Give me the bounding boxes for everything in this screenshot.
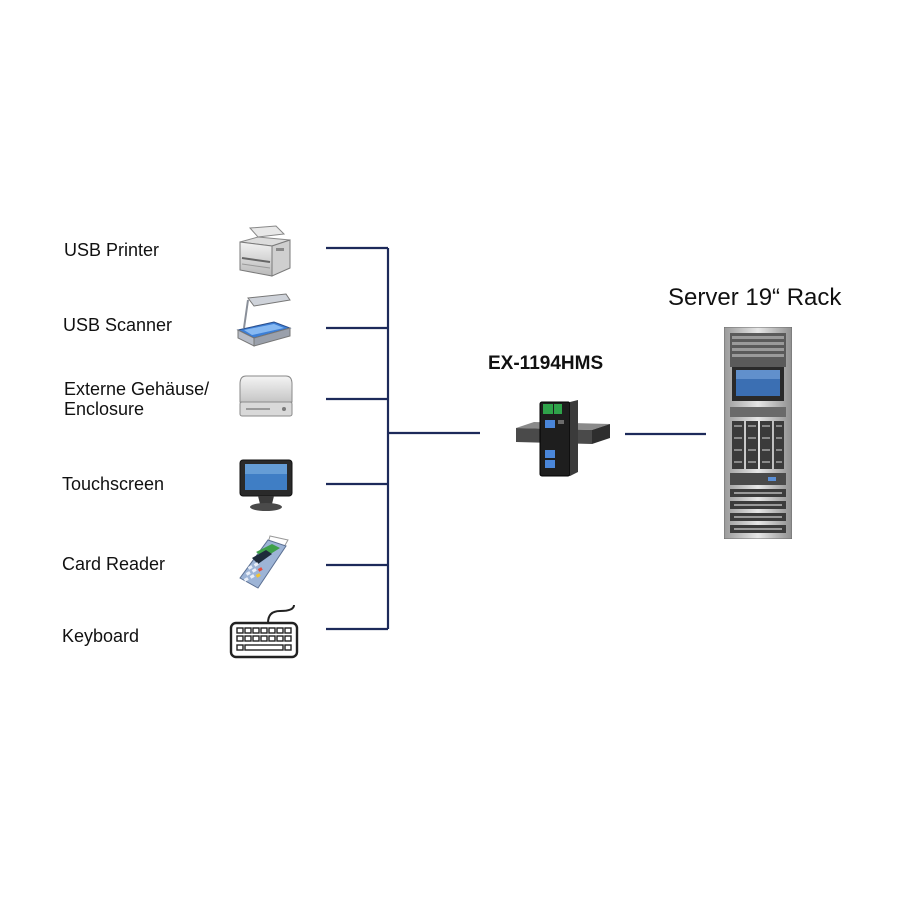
label-usb-scanner: USB Scanner — [63, 315, 173, 335]
hub-label: EX-1194HMS — [488, 353, 604, 374]
printer-icon — [236, 224, 294, 282]
drive-enclosure-icon — [236, 372, 296, 422]
label-keyboard: Keyboard — [62, 626, 140, 646]
label-touchscreen: Touchscreen — [62, 474, 165, 494]
server-rack-label: Server 19“ Rack — [668, 284, 842, 311]
label-enclosure-line1: Externe Gehäuse/ — [64, 379, 210, 399]
touchscreen-monitor-icon — [236, 458, 296, 514]
usb-hub-din-rail-icon — [514, 398, 612, 482]
keyboard-icon — [228, 605, 300, 661]
server-rack-icon — [724, 327, 792, 539]
label-enclosure-line2: Enclosure — [64, 399, 145, 419]
label-card-reader: Card Reader — [62, 554, 166, 574]
card-reader-icon — [230, 532, 292, 592]
label-usb-printer: USB Printer — [64, 240, 160, 260]
scanner-icon — [234, 292, 294, 350]
